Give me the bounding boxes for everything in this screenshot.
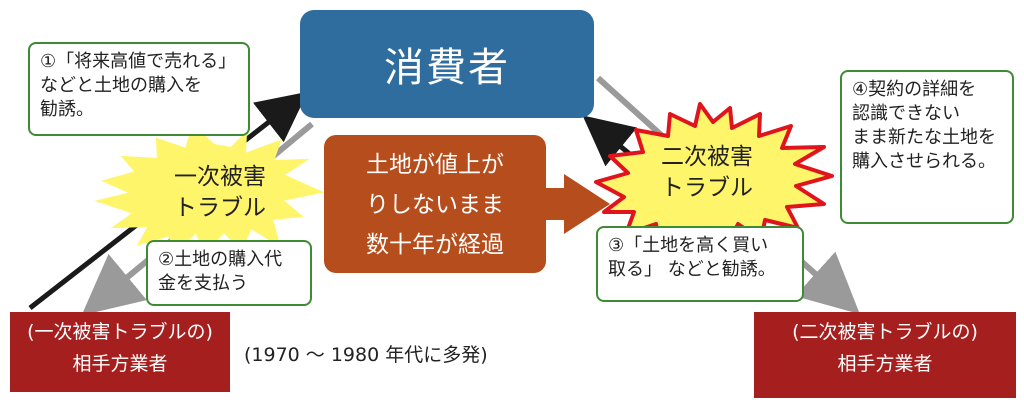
- company-second-box: (二次被害トラブルの) 相手方業者: [754, 312, 1016, 398]
- note-step-2: ②土地の購入代 金を支払う: [146, 240, 312, 306]
- note-step-4: ④契約の詳細を 認識できない まま新たな土地を 購入させられる。: [840, 70, 1014, 224]
- time-passage-box: 土地が値上が りしないまま 数十年が経過: [324, 135, 546, 273]
- time-passage-arrow: [546, 174, 610, 234]
- note-step-1: ①「将来高値で売れる」 などと土地の購入を 勧誘。: [28, 42, 250, 136]
- note-step-3: ③「土地を高く買い 取る」 などと勧誘。: [596, 226, 804, 302]
- company-first-box: (一次被害トラブルの) 相手方業者: [10, 312, 230, 392]
- consumer-label: 消費者: [384, 45, 510, 91]
- era-note: (1970 〜 1980 年代に多発): [244, 344, 488, 366]
- burst-first-label: 一次被害 トラブル: [174, 164, 266, 221]
- consumer-box: 消費者: [300, 10, 594, 118]
- burst-second-label: 二次被害 トラブル: [661, 144, 753, 201]
